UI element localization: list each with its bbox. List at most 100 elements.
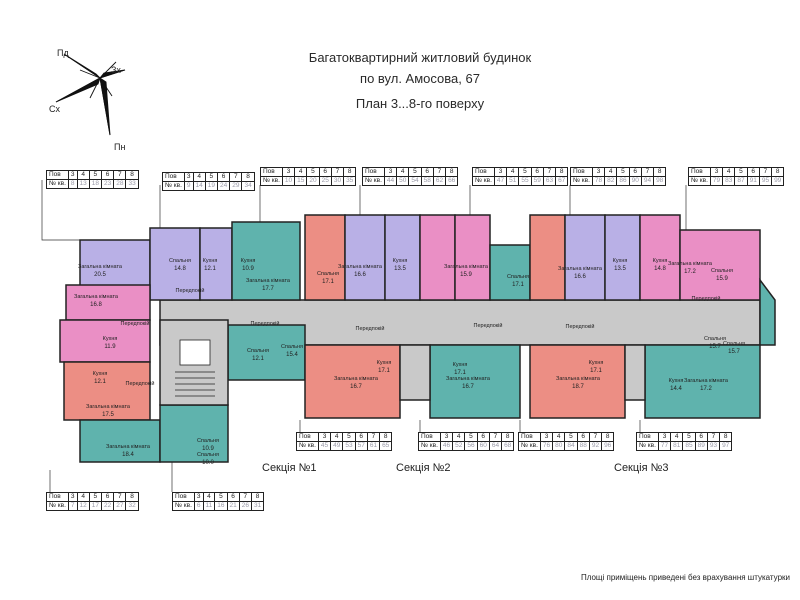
flat-teal-bay <box>759 277 776 346</box>
flat-table-floor: 4 <box>294 167 308 177</box>
flat-table-flat-number: 83 <box>722 176 736 186</box>
flat-table-flat-number: 13 <box>76 179 90 189</box>
room-area: 10.9 <box>242 266 254 272</box>
flat-table-floor: 6 <box>694 432 708 442</box>
room-area: 15.9 <box>460 272 472 278</box>
flat-table-floor: 5 <box>204 172 218 182</box>
flat-purple-4 <box>344 214 386 301</box>
flat-table-flat-number: 9 <box>183 181 194 191</box>
flat-table-flat-header: № кв. <box>172 501 195 511</box>
room-name: Загальна кімната <box>106 444 151 450</box>
flat-table-floor: 7 <box>229 172 243 182</box>
flat-table-flat-number: 65 <box>379 441 393 451</box>
flat-table-flat-number: 56 <box>464 441 478 451</box>
flat-table-flat-number: 25 <box>318 176 332 186</box>
flat-table-floor: 6 <box>318 167 332 177</box>
flat-table-flat-number: 23 <box>100 179 115 189</box>
flat-table-floor: 8 <box>241 172 255 182</box>
flat-table-floor: 4 <box>552 432 566 442</box>
flat-table-flat-number: 33 <box>125 179 139 189</box>
flat-table-flat-number: 90 <box>628 176 642 186</box>
flat-table-floor-header: Пов <box>518 432 541 442</box>
flat-table-floor: 3 <box>657 432 672 442</box>
flat-table-flat-number: 92 <box>588 441 603 451</box>
stairs-hatching <box>175 339 215 397</box>
room-name: Кухня <box>103 336 118 342</box>
flat-table-flat-number: 12 <box>76 501 90 511</box>
room-name: Кухня <box>589 360 604 366</box>
flat-table-flat-number: 85 <box>682 441 696 451</box>
flat-table-flat-number: 82 <box>604 176 618 186</box>
flat-table-flat-number: 88 <box>576 441 590 451</box>
flat-table-floor: 3 <box>67 492 78 502</box>
room-area: 13.5 <box>614 266 626 272</box>
flat-table-floor: 4 <box>670 432 684 442</box>
flat-table-floor: 4 <box>192 172 206 182</box>
flat-table-flat-number: 96 <box>601 441 615 451</box>
section-label-1: Секція №1 <box>262 462 317 474</box>
flat-pink-1 <box>65 284 151 321</box>
hall-label: Передпокій <box>121 320 150 327</box>
flat-table-floor: 7 <box>113 492 127 502</box>
flat-table-floor: 8 <box>771 167 785 177</box>
flat-table-flat-number: 52 <box>452 441 466 451</box>
room-name: Спальня <box>197 452 219 458</box>
hall-label: Передпокій <box>692 295 721 302</box>
flat-table-flat-number: 76 <box>539 441 554 451</box>
room-name: Загальна кімната <box>338 264 383 270</box>
room-area: 17.2 <box>700 386 712 392</box>
flat-table-floor: 5 <box>88 492 102 502</box>
flat-table-flat-number: 10 <box>281 176 296 186</box>
flat-salmon-3 <box>304 344 401 419</box>
flat-table-flat-number: 62 <box>432 176 447 186</box>
room-area: 17.1 <box>512 282 524 288</box>
flat-table-flat-number: 14 <box>192 181 206 191</box>
flat-table-flat-number: 68 <box>501 441 515 451</box>
flat-table-flat-number: 45 <box>317 441 332 451</box>
flat-table-floor-header: Пов <box>46 492 69 502</box>
flat-table-flat-number: 61 <box>366 441 381 451</box>
flat-table-flat-number: 89 <box>694 441 708 451</box>
flat-table-flat-number: 51 <box>506 176 520 186</box>
room-area: 17.1 <box>454 370 466 376</box>
flat-table-flat-number: 11 <box>202 501 216 511</box>
flat-table-flat-number: 66 <box>445 176 459 186</box>
room-name: Кухня <box>453 362 468 368</box>
room-area: 16.8 <box>90 302 102 308</box>
flat-table-floor: 5 <box>734 167 748 177</box>
room-area: 10.9 <box>202 446 214 452</box>
room-name: Кухня <box>613 258 628 264</box>
flat-table-flat-number: 17 <box>88 501 102 511</box>
room-name: Загальна кімната <box>684 378 729 384</box>
room-name: Загальна кімната <box>246 278 291 284</box>
flat-table-floor: 8 <box>125 492 139 502</box>
flat-table-floor: 8 <box>445 167 459 177</box>
flat-table-flat-number: 81 <box>670 441 684 451</box>
flat-table-floor: 6 <box>530 167 544 177</box>
room-area: 20.5 <box>94 272 106 278</box>
flat-table-floor: 5 <box>88 170 102 180</box>
flat-table-floor: 8 <box>343 167 357 177</box>
flat-table-floor: 5 <box>682 432 696 442</box>
flat-table-flat-number: 50 <box>396 176 410 186</box>
flat-teal-2 <box>79 419 161 463</box>
room-name: Загальна кімната <box>78 264 123 270</box>
flat-table-flat-header: № кв. <box>688 176 711 186</box>
compass-label-south: Пд <box>57 48 69 58</box>
flat-table-flat-number: 54 <box>408 176 422 186</box>
flat-table-floor: 7 <box>542 167 557 177</box>
room-name: Спальня <box>507 274 529 280</box>
room-area: 17.1 <box>378 368 390 374</box>
flat-table-flat-header: № кв. <box>362 176 385 186</box>
flat-table-flat-number: 24 <box>216 181 231 191</box>
flat-table-floor: 3 <box>67 170 78 180</box>
room-area: 15.9 <box>716 276 728 282</box>
flat-table-flat-number: 80 <box>552 441 566 451</box>
